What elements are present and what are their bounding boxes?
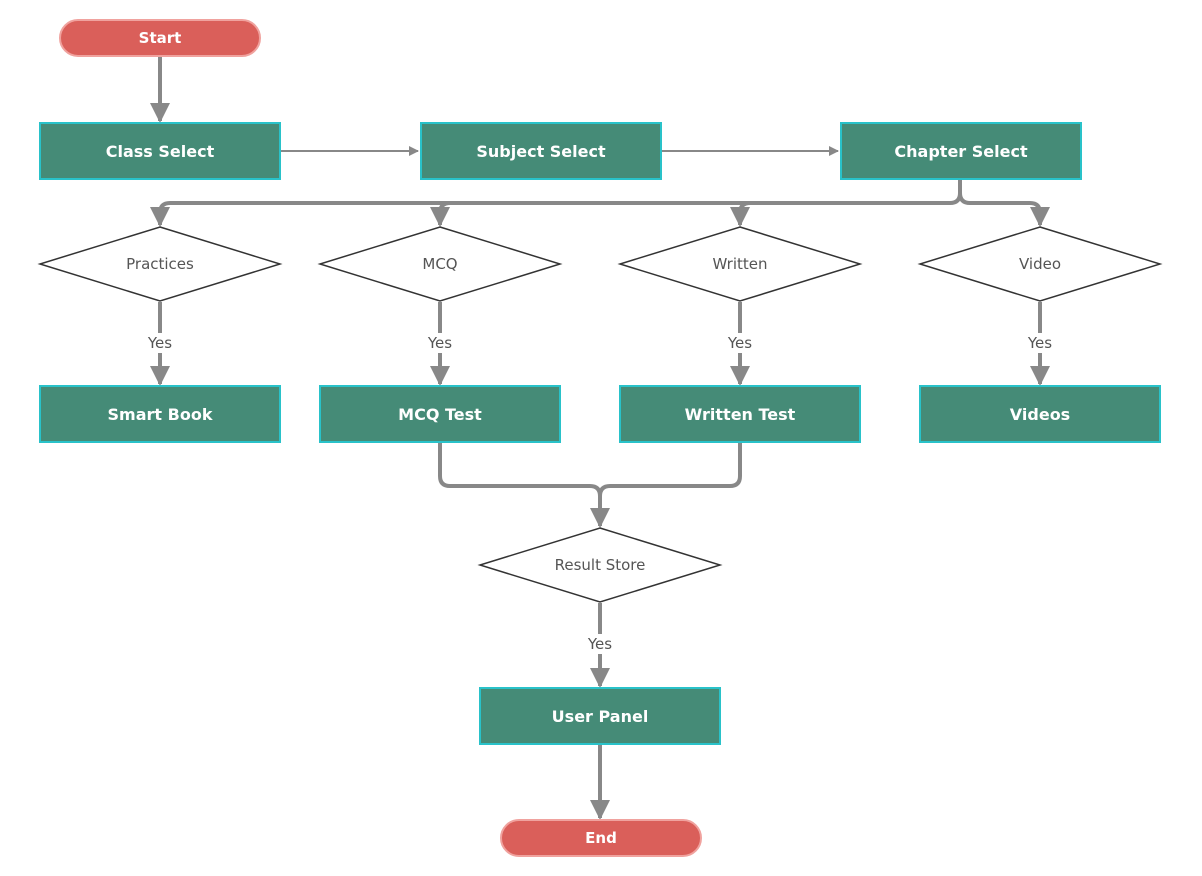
start-node[interactable]: Start xyxy=(59,19,261,57)
edge-written-test-result-store xyxy=(598,443,742,497)
edge-label-practices-yes: Yes xyxy=(138,333,182,353)
edge-label-mcq-yes: Yes xyxy=(418,333,462,353)
edge-label-result-yes: Yes xyxy=(578,634,622,654)
mcq-test-node[interactable]: MCQ Test xyxy=(319,385,561,443)
decision-mcq-shape xyxy=(317,226,563,302)
decision-mcq-label[interactable]: MCQ xyxy=(422,255,458,273)
user-panel-node[interactable]: User Panel xyxy=(479,687,721,745)
edge-chapter-practices xyxy=(150,180,962,227)
chapter-select-node[interactable]: Chapter Select xyxy=(840,122,1082,180)
end-node[interactable]: End xyxy=(500,819,702,857)
edge-label-written-yes: Yes xyxy=(718,333,762,353)
edge-chapter-written xyxy=(730,201,751,227)
subject-select-node[interactable]: Subject Select xyxy=(420,122,662,180)
edge-mcq-test-result-store xyxy=(438,443,610,528)
decision-video-label[interactable]: Video xyxy=(1018,255,1062,273)
decision-written-label[interactable]: Written xyxy=(712,255,768,273)
edge-chapter-mcq xyxy=(430,201,451,227)
edge-label-video-yes: Yes xyxy=(1018,333,1062,353)
smart-book-node[interactable]: Smart Book xyxy=(39,385,281,443)
written-test-node[interactable]: Written Test xyxy=(619,385,861,443)
edge-chapter-video xyxy=(958,192,1050,227)
decision-result-store-shape xyxy=(477,527,723,603)
decision-practices-shape xyxy=(37,226,283,302)
decision-video-shape xyxy=(917,226,1163,302)
decision-written-shape xyxy=(617,226,863,302)
decision-practices-label[interactable]: Practices xyxy=(126,255,194,273)
videos-node[interactable]: Videos xyxy=(919,385,1161,443)
class-select-node[interactable]: Class Select xyxy=(39,122,281,180)
decision-result-store-label[interactable]: Result Store xyxy=(554,556,646,574)
